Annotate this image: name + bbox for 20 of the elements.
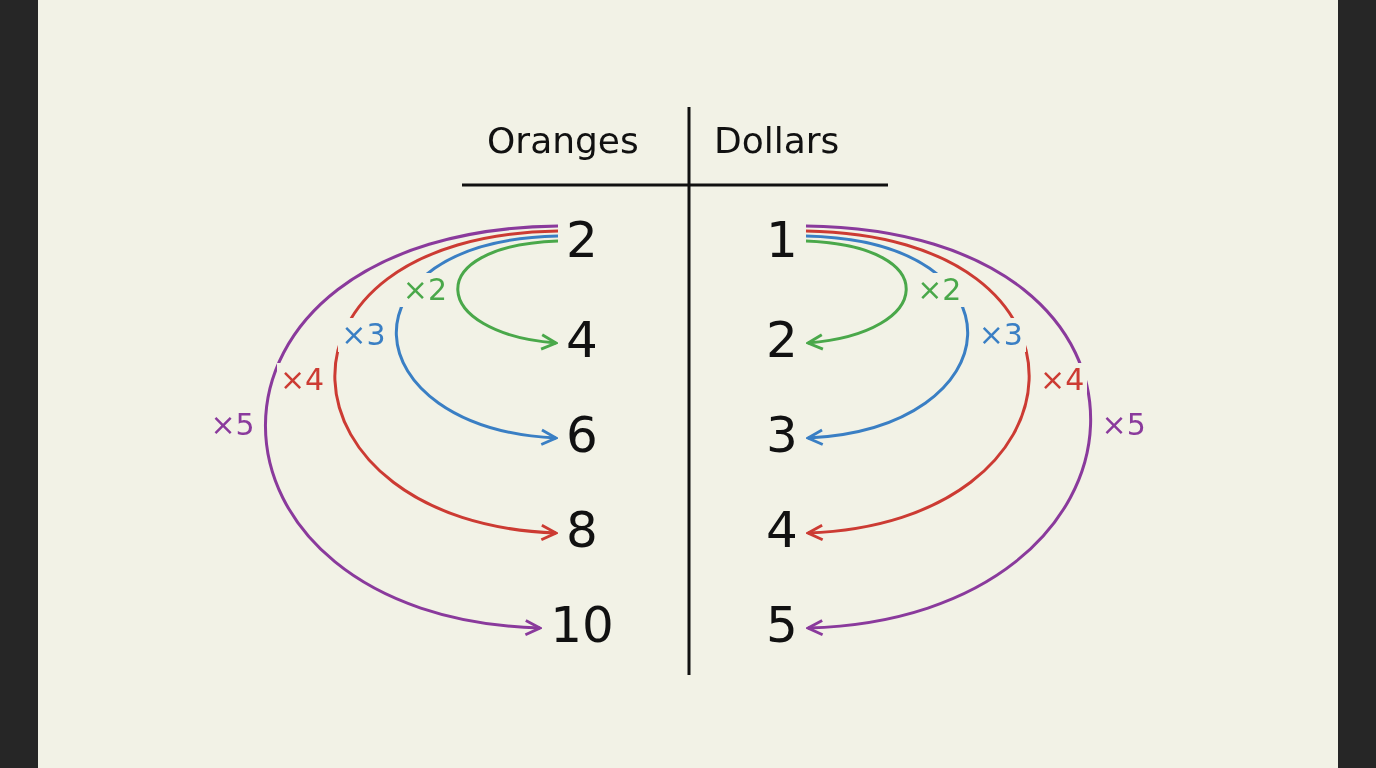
table-number: 4 [532, 305, 632, 375]
table-number: 3 [732, 400, 832, 470]
table-number: 2 [732, 305, 832, 375]
curved-arrow [333, 229, 559, 540]
curved-arrow [805, 239, 908, 350]
column-header: Oranges [487, 120, 639, 161]
column-header: Dollars [714, 120, 840, 161]
curved-arrow [395, 234, 559, 445]
curved-arrow [264, 224, 559, 635]
curved-arrow [456, 239, 559, 350]
table-number: 8 [532, 495, 632, 565]
table-number: 4 [732, 495, 832, 565]
table-number: 2 [532, 205, 632, 275]
table-number: 6 [532, 400, 632, 470]
table-number: 10 [532, 590, 632, 660]
curved-arrow [805, 229, 1031, 540]
curved-arrow [805, 224, 1092, 635]
table-number: 5 [732, 590, 832, 660]
table-number: 1 [732, 205, 832, 275]
curved-arrow [805, 234, 969, 445]
